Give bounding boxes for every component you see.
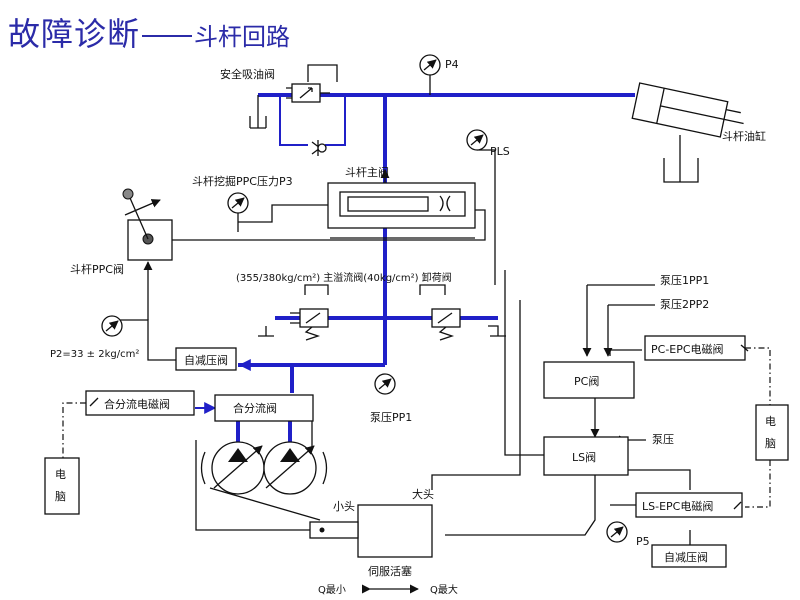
title-sub: 斗杆回路 [194,23,291,51]
arm-main-valve [327,182,476,239]
arm-ppc-valve [122,188,173,261]
small-end-label: 小头 [333,500,355,513]
computer-left-box [44,457,80,515]
arm-cylinder-label: 斗杆油缸 [722,129,766,143]
ls-valve-box [543,436,629,476]
computer-left-text-1: 电 [55,468,66,481]
ls-epc-valve-box [635,492,743,518]
signal-lines [62,347,771,508]
title-dash [142,35,193,37]
ls-epc-coil [733,501,742,510]
self-reducing-valve-box [175,347,237,371]
relief-unload-label: (355/380kg/cm²) 主溢流阀(40kg/cm²) 卸荷阀 [236,271,452,284]
pc-valve-box [543,361,635,399]
page-title: 故障诊断 斗杆回路 [8,18,290,50]
q-max-label: Q最大 [430,583,458,596]
ls-valve-label: LS阀 [572,450,596,464]
computer-right-text-2: 脑 [765,437,776,450]
merge-split-solenoid-label: 合分流电磁阀 [104,397,170,411]
pilot-lines [120,64,699,545]
title-main: 故障诊断 [8,15,141,53]
p4-label: P4 [445,58,459,71]
main-relief-valve [290,308,329,341]
pump-pressure-pp1-label: 泵压PP1 [370,411,412,424]
gauge-p2 [101,315,123,337]
pc-valve-label: PC阀 [574,374,599,388]
merge-split-solenoid-box [85,390,195,416]
p2-label: P2=33 ± 2kg/cm² [50,349,139,360]
pump-right [263,441,328,495]
pc-epc-coil [740,344,749,352]
merge-split-valve-label: 合分流阀 [233,401,277,415]
servo-piston [309,504,433,558]
computer-right-text-1: 电 [765,415,776,428]
merge-split-valve-box [214,394,314,422]
computer-left-text-2: 脑 [55,490,66,503]
pump-left [200,441,265,495]
gauge-p5 [606,521,628,543]
arm-main-valve-label: 斗杆主阀 [345,165,389,179]
arm-ppc-valve-label: 斗杆PPC阀 [70,262,124,276]
pc-epc-valve-box [644,335,746,361]
arm-ppc-pressure-label: 斗杆挖掘PPC压力P3 [192,174,293,188]
ls-epc-valve-label: LS-EPC电磁阀 [642,499,713,513]
self-reducing-valve-label: 自减压阀 [184,353,228,367]
computer-right-box [755,404,789,461]
gauge-pp1 [374,373,396,395]
safety-suction-valve [286,83,330,156]
pls-label: PLS [490,145,510,158]
gauge-pls [466,129,488,151]
self-reducing-valve-2-box [651,544,727,568]
big-end-label: 大头 [412,487,434,501]
p5-label: P5 [636,535,650,548]
merge-split-coil [89,397,99,407]
pump-pressure-label: 泵压 [652,433,674,446]
unload-valve [431,308,461,341]
gauge-p3 [227,192,249,214]
self-reducing-valve-2-label: 自减压阀 [664,550,708,564]
pc-epc-valve-label: PC-EPC电磁阀 [651,342,724,356]
q-min-label: Q最小 [318,584,346,596]
gauge-p4 [419,54,441,76]
pump-pressure-1-label: 泵压1PP1 [660,274,709,287]
pump-pressure-2-label: 泵压2PP2 [660,298,709,311]
arm-cylinder [631,82,744,138]
servo-piston-label: 伺服活塞 [368,564,412,578]
safety-suction-valve-label: 安全吸油阀 [220,67,275,81]
